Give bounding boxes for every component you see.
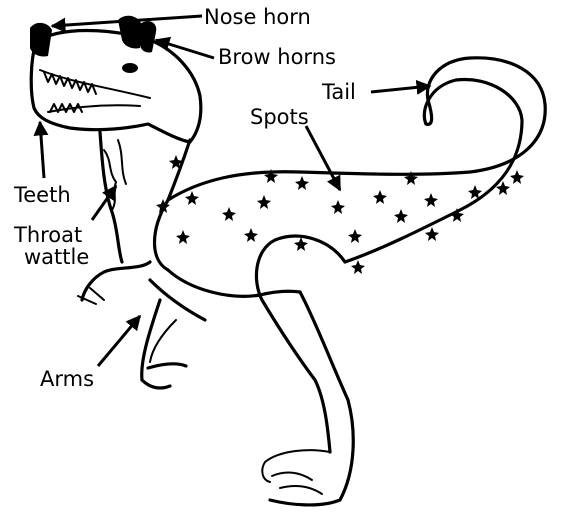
label-teeth: Teeth bbox=[13, 183, 71, 207]
label-nose-horn: Nose horn bbox=[204, 5, 311, 29]
arrow-tail bbox=[371, 86, 430, 92]
arrow-arms bbox=[98, 316, 140, 366]
brow-horn-right bbox=[140, 21, 156, 52]
label-throat-line2: wattle bbox=[24, 245, 89, 269]
label-spots: Spots bbox=[250, 105, 309, 129]
arrow-teeth bbox=[40, 122, 44, 178]
dinosaur-drawing bbox=[30, 16, 545, 505]
label-throat-line1: Throat bbox=[13, 223, 82, 247]
foot bbox=[262, 450, 330, 494]
eye bbox=[122, 63, 138, 73]
arrow-spots bbox=[306, 126, 340, 190]
label-tail: Tail bbox=[321, 80, 356, 104]
nose-horn bbox=[30, 23, 52, 57]
label-arms: Arms bbox=[40, 367, 94, 391]
label-brow-horns: Brow horns bbox=[218, 45, 336, 69]
